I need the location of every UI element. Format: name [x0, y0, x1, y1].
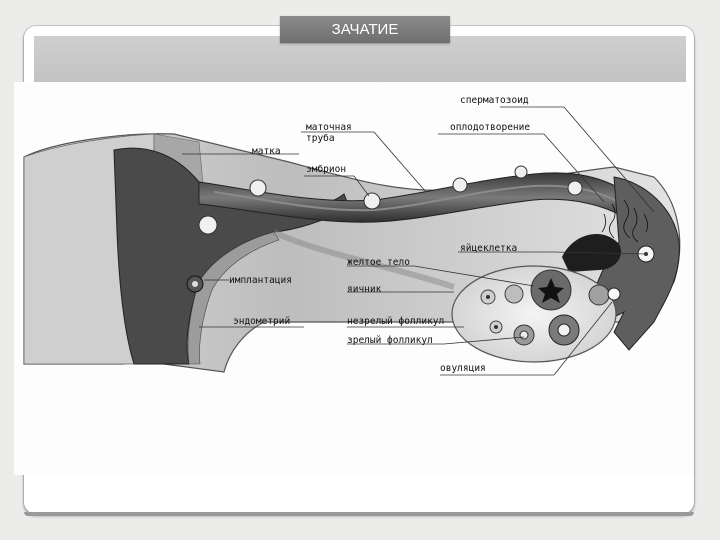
anatomy-diagram: сперматозоид маточная труба оплодотворен…: [14, 82, 694, 475]
sperm-cells: [601, 199, 648, 243]
label-uterus: матка: [252, 146, 281, 157]
label-ovulation: овуляция: [440, 363, 486, 374]
follicle-mature-core: [557, 323, 571, 337]
slide-bottom-edge: [24, 512, 694, 516]
slide-header-band: [34, 36, 686, 84]
follicle-small-1-core: [486, 295, 490, 299]
follicle-ovulating: [588, 284, 610, 306]
ovarian-ligament: [272, 229, 455, 290]
label-sperm: сперматозоид: [460, 95, 529, 106]
endometrium-layer: [187, 231, 280, 365]
ovulated-egg: [607, 287, 621, 301]
label-implantation: имплантация: [229, 275, 292, 286]
label-fertilization: оплодотворение: [450, 122, 531, 133]
reproductive-system-illustration: [23, 106, 681, 376]
label-leader-lines: [182, 106, 655, 376]
label-mature-follicle: зрелый фолликул: [347, 335, 433, 346]
label-immature-follicle: незрелый фолликул: [347, 316, 445, 327]
embryo-cells: [198, 165, 583, 235]
label-corpus-luteum: желтое тело: [347, 257, 410, 268]
follicle-small-3-core: [494, 325, 498, 329]
label-egg-cell: яйцеклетка: [460, 243, 518, 254]
follicle-small-2: [504, 284, 524, 304]
implanted-embryo-core: [192, 281, 198, 287]
slide-title: ЗАЧАТИЕ: [280, 16, 450, 43]
corpus-luteum-star: [538, 278, 564, 303]
label-ovary: яичник: [347, 284, 382, 295]
follicle-medium-core: [519, 330, 529, 340]
label-endometrium: эндометрий: [233, 316, 291, 327]
label-fallopian-tube: маточная труба: [306, 122, 352, 144]
label-embryo: эмбрион: [306, 164, 347, 175]
